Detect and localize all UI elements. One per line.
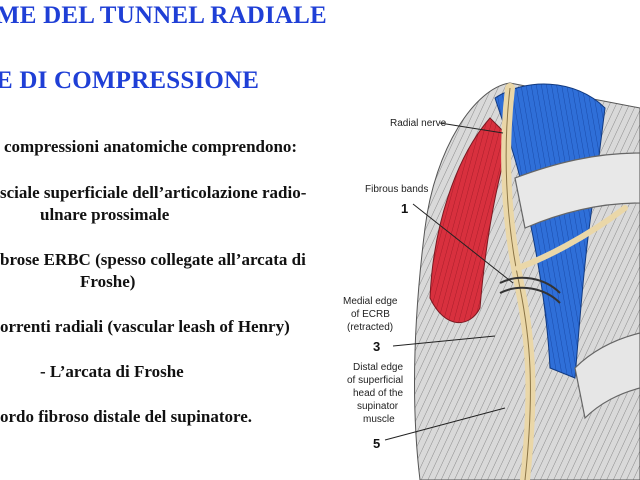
tendon-band	[574, 332, 640, 420]
body-text-line: Froshe)	[80, 272, 136, 291]
body-text-line: orrenti radiali (vascular leash of Henry…	[0, 317, 290, 336]
anatomical-illustration: Radial nerve Fibrous bands 1 Medial edge…	[343, 82, 640, 480]
nerve-branch	[515, 205, 628, 271]
body-text-line: compressioni anatomiche comprendono:	[4, 137, 298, 156]
label-medial-edge: Medial edge	[343, 296, 398, 307]
slide-title-line-1: ME DEL TUNNEL RADIALE	[0, 2, 327, 29]
label-distal-edge: of superficial	[347, 375, 403, 386]
label-medial-edge: (retracted)	[347, 322, 393, 333]
label-distal-edge: muscle	[363, 414, 395, 425]
label-distal-edge: head of the	[353, 388, 403, 399]
body-text-line: sciale superficiale dell’articolazione r…	[0, 183, 307, 202]
slide-title-line-2: E DI COMPRESSIONE	[0, 67, 260, 94]
label-number-1: 1	[401, 201, 408, 216]
body-text-line: ordo fibroso distale del supinatore.	[0, 407, 253, 426]
label-number-5: 5	[373, 436, 380, 451]
tendon-band	[514, 152, 640, 229]
blue-muscle	[494, 83, 606, 379]
label-distal-edge: Distal edge	[353, 362, 403, 373]
label-medial-edge: of ECRB	[351, 309, 390, 320]
body-text-line: - L’arcata di Froshe	[40, 362, 184, 381]
label-number-3: 3	[373, 339, 380, 354]
red-muscle	[429, 117, 511, 323]
label-fibrous-bands: Fibrous bands	[365, 184, 428, 195]
label-distal-edge: supinator	[357, 401, 399, 412]
body-text-line: brose ERBC (spesso collegate all’arcata …	[0, 250, 306, 269]
fibrous-band-drawing	[499, 276, 561, 294]
label-radial-nerve: Radial nerve	[390, 118, 447, 129]
body-text-line: ulnare prossimale	[40, 205, 170, 224]
